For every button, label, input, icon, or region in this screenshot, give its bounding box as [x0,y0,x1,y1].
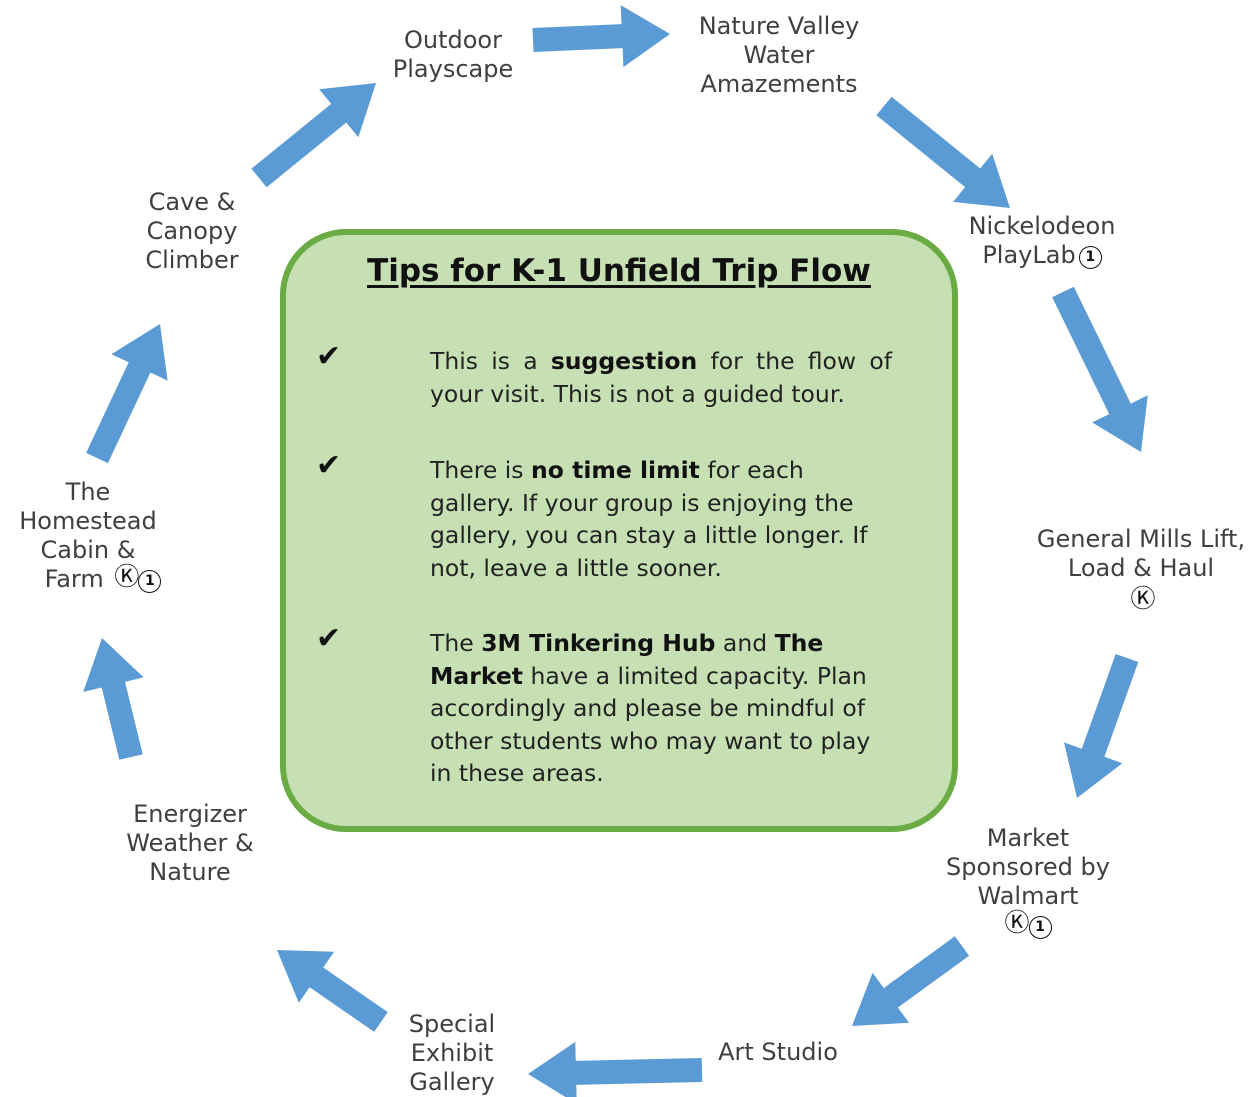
arrow-cave-to-outdoor [251,83,376,188]
stop-general-mills-lift-load-haul: General Mills Lift, Load & Haul Ⓚ [1030,525,1252,616]
one-symbol-icon: 1 [138,570,162,593]
stop-symbols: Ⓚ [1030,584,1252,616]
arrow-homestead-to-cave [86,324,168,464]
k-symbol-icon: Ⓚ [1130,584,1156,613]
stop-cave-canopy-climber: Cave & Canopy Climber [122,188,262,275]
checkmark-icon: ✔ [316,448,342,483]
stop-special-exhibit-gallery: Special Exhibit Gallery [392,1010,512,1097]
checkmark-icon: ✔ [316,621,342,656]
stop-line: Cave & [148,188,236,216]
stop-line: Water [743,41,815,69]
tip-text-part: have a limited capacity. Plan accordingl… [430,661,871,788]
tip-text-bold: no time limit [531,456,700,484]
stop-line: PlayLab [982,241,1076,269]
stop-line: Homestead [19,507,157,535]
checkmark-icon: ✔ [316,339,342,374]
stop-line: Climber [145,246,239,274]
stop-line: Load & Haul [1067,554,1215,582]
stop-line: Market [986,824,1070,852]
stop-line: Canopy [146,217,238,245]
stop-line: Outdoor [404,26,502,54]
tip-text-part: for each gallery. If your group is enjoy… [430,456,868,582]
stop-energizer-weather-nature: Energizer Weather & Nature [110,800,270,887]
tip-text-part: and [715,629,775,657]
stop-line: Special [408,1010,496,1038]
stop-line: Art Studio [718,1038,838,1066]
stop-line: The [65,478,111,506]
stop-nature-valley-water-amazements: Nature Valley Water Amazements [684,12,874,99]
arrow-nature-valley-to-nickelodeon [876,96,1010,208]
tip-text-bold: The Market [430,629,824,690]
stop-line: Sponsored by [946,853,1110,881]
stop-art-studio: Art Studio [708,1038,848,1067]
stop-line: Gallery [409,1068,495,1096]
tip-text-bold: 3M Tinkering Hub [481,629,716,657]
arrow-nickelodeon-to-general-mills [1052,286,1148,452]
tip-text: There is no time limit for each gallery.… [430,454,892,584]
stop-line: Exhibit [410,1039,494,1067]
tip-text-part: The [430,629,482,657]
stop-line: Nature Valley [698,12,860,40]
tip-text-bold: suggestion [550,347,698,375]
tip-text: The 3M Tinkering Hub and The Market have… [430,627,892,790]
arrow-special-exhibit-to-energizer [277,950,388,1032]
stop-line: Nature [149,858,231,886]
stop-outdoor-playscape: Outdoor Playscape [376,26,530,84]
stop-line: Cabin & [40,536,136,564]
stop-line: Farm [44,565,104,593]
arrow-general-mills-to-market [1064,654,1139,798]
tips-title: Tips for K-1 Unfield Trip Flow [367,253,871,289]
k-symbol-icon: Ⓚ [1004,908,1030,937]
stop-line: Walmart [977,882,1079,910]
arrow-energizer-to-homestead [83,638,144,760]
stop-line: Energizer [133,800,247,828]
stop-line: Weather & [126,829,254,857]
tip-text-part: for the flow of your visit. This is not … [430,347,893,408]
arrow-outdoor-to-nature-valley [532,5,670,68]
arrow-market-to-art-studio [852,936,970,1026]
stop-line: Amazements [700,70,858,98]
k-symbol-icon: Ⓚ [114,562,140,591]
tips-box: Tips for K-1 Unfield Trip Flow ✔ This is… [280,229,958,832]
one-symbol-icon: 1 [1078,246,1102,269]
tip-text: This is a suggestion for the flow of you… [430,345,892,410]
one-symbol-icon: 1 [1028,916,1052,939]
stop-line: General Mills Lift, [1036,525,1246,553]
tip-text-part: This is a [430,347,551,375]
arrow-art-studio-to-special-exhibit [528,1041,703,1097]
stop-line: Playscape [392,55,514,83]
stop-line: Nickelodeon [968,212,1116,240]
tip-text-part: There is [430,456,532,484]
